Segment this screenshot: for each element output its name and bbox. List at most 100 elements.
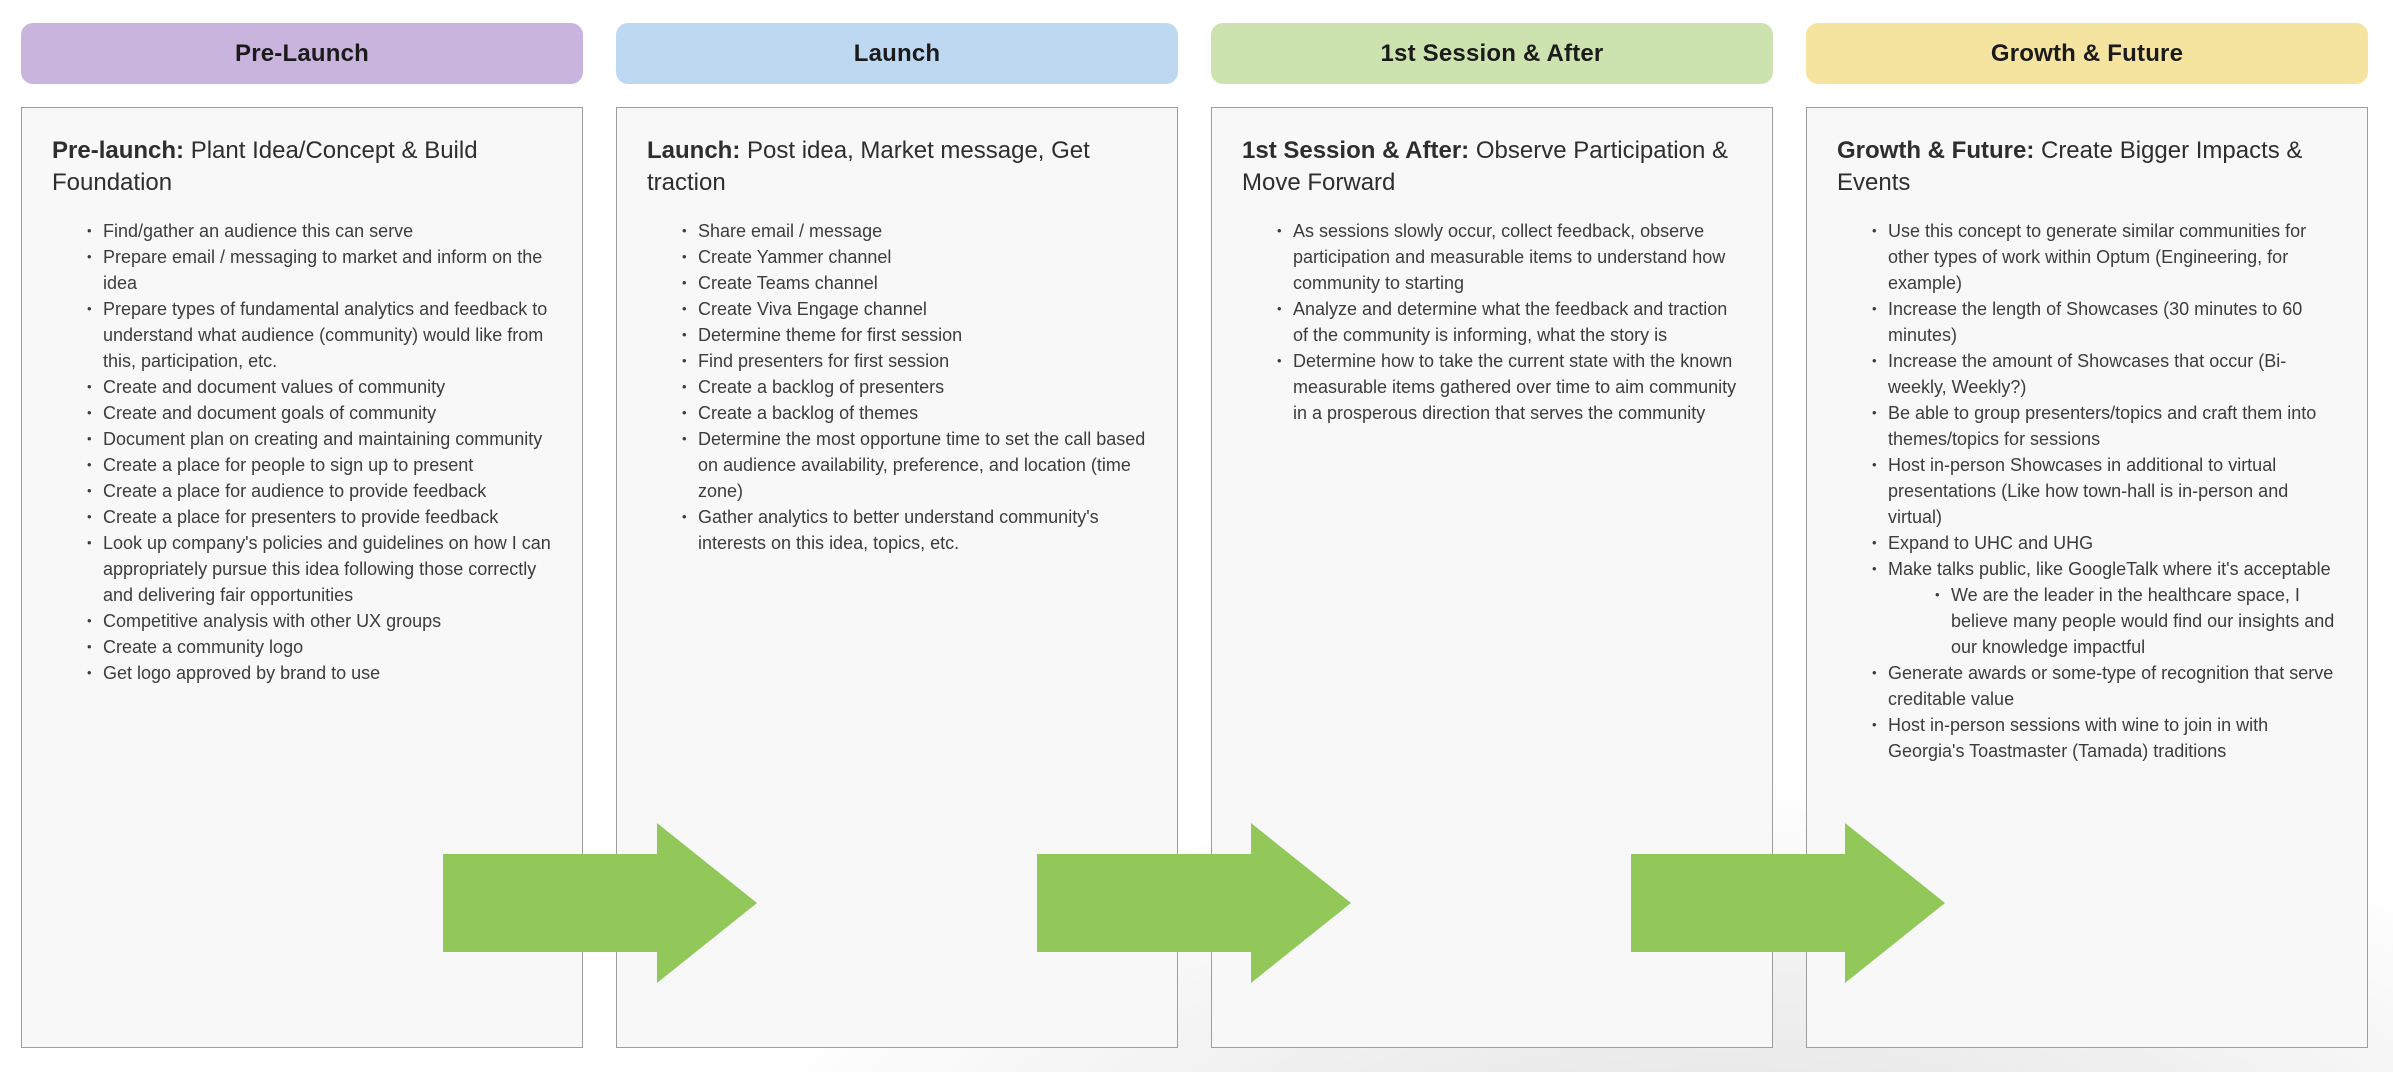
list-item: Host in-person sessions with wine to joi… xyxy=(1871,712,2337,764)
list-item-text: Look up company's policies and guideline… xyxy=(103,532,551,605)
list-item: Create Yammer channel xyxy=(681,244,1147,270)
card-title-lead: Pre-launch: xyxy=(52,137,185,164)
list-item: Create a community logo xyxy=(86,634,552,660)
list-item-text: Share email / message xyxy=(698,220,883,241)
phase-card-growth-future: Growth & Future: Create Bigger Impacts &… xyxy=(1806,107,2368,1048)
list-item-text: Create and document goals of community xyxy=(103,402,437,423)
list-item: Determine how to take the current state … xyxy=(1276,348,1742,426)
card-title-rest: Plant Idea/Concept & Build Foundation xyxy=(52,137,478,197)
card-title-rest: Post idea, Market message, Get traction xyxy=(647,137,1090,197)
phase-header-launch: Launch xyxy=(616,23,1178,84)
list-item-text: As sessions slowly occur, collect feedba… xyxy=(1293,220,1726,293)
card-title-rest: Create Bigger Impacts & Events xyxy=(1837,137,2303,197)
list-item-text: Find/gather an audience this can serve xyxy=(103,220,414,241)
list-item: Create a place for audience to provide f… xyxy=(86,478,552,504)
list-item: Find presenters for first session xyxy=(681,348,1147,374)
bullet-list: Share email / messageCreate Yammer chann… xyxy=(647,218,1147,556)
list-item: Prepare email / messaging to market and … xyxy=(86,244,552,296)
list-item-text: Create Yammer channel xyxy=(698,246,892,267)
list-item: Determine theme for first session xyxy=(681,322,1147,348)
card-title: Launch: Post idea, Market message, Get t… xyxy=(647,135,1147,200)
list-item-text: Create a community logo xyxy=(103,636,304,657)
list-item: Prepare types of fundamental analytics a… xyxy=(86,296,552,374)
card-title-lead: Launch: xyxy=(647,137,741,164)
list-item: Make talks public, like GoogleTalk where… xyxy=(1871,556,2337,660)
phase-header-first-session-after: 1st Session & After xyxy=(1211,23,1773,84)
list-item-text: Create a place for presenters to provide… xyxy=(103,506,499,527)
list-item: Create a backlog of themes xyxy=(681,400,1147,426)
sub-bullet-list: We are the leader in the healthcare spac… xyxy=(1888,582,2337,660)
card-title-lead: 1st Session & After: xyxy=(1242,137,1470,164)
card-title: Pre-launch: Plant Idea/Concept & Build F… xyxy=(52,135,552,200)
list-item-text: Be able to group presenters/topics and c… xyxy=(1888,402,2317,449)
phase-header-growth-future: Growth & Future xyxy=(1806,23,2368,84)
list-item: Expand to UHC and UHG xyxy=(1871,530,2337,556)
bullet-list: As sessions slowly occur, collect feedba… xyxy=(1242,218,1742,426)
phase-card-launch: Launch: Post idea, Market message, Get t… xyxy=(616,107,1178,1048)
list-item: Create Teams channel xyxy=(681,270,1147,296)
list-item-text: Prepare email / messaging to market and … xyxy=(103,246,543,293)
list-item: Document plan on creating and maintainin… xyxy=(86,426,552,452)
list-item-text: Determine how to take the current state … xyxy=(1293,350,1737,423)
column-first-session-after: 1st Session & After 1st Session & After: … xyxy=(1211,23,1773,1072)
list-item-text: Make talks public, like GoogleTalk where… xyxy=(1888,558,2331,579)
list-item-text: Analyze and determine what the feedback … xyxy=(1293,298,1728,345)
list-item-text: Host in-person Showcases in additional t… xyxy=(1888,454,2289,527)
list-item-text: Create a place for audience to provide f… xyxy=(103,480,487,501)
list-item: Be able to group presenters/topics and c… xyxy=(1871,400,2337,452)
list-item-text: Prepare types of fundamental analytics a… xyxy=(103,298,548,371)
list-item-text: Determine theme for first session xyxy=(698,324,963,345)
list-item: Generate awards or some-type of recognit… xyxy=(1871,660,2337,712)
list-item: Competitive analysis with other UX group… xyxy=(86,608,552,634)
bullet-list: Use this concept to generate similar com… xyxy=(1837,218,2337,764)
list-item: Gather analytics to better understand co… xyxy=(681,504,1147,556)
list-item: Create a place for presenters to provide… xyxy=(86,504,552,530)
list-item: Create and document values of community xyxy=(86,374,552,400)
list-item: As sessions slowly occur, collect feedba… xyxy=(1276,218,1742,296)
list-item: Increase the length of Showcases (30 min… xyxy=(1871,296,2337,348)
list-item: Create a place for people to sign up to … xyxy=(86,452,552,478)
phase-card-first-session-after: 1st Session & After: Observe Participati… xyxy=(1211,107,1773,1048)
card-title-rest: Observe Participation & Move Forward xyxy=(1242,137,1728,197)
list-item-text: Document plan on creating and maintainin… xyxy=(103,428,543,449)
list-item-text: Determine the most opportune time to set… xyxy=(698,428,1146,501)
list-item: Create a backlog of presenters xyxy=(681,374,1147,400)
list-item-text: Get logo approved by brand to use xyxy=(103,662,381,683)
list-item-text: We are the leader in the healthcare spac… xyxy=(1951,584,2335,657)
list-item-text: Competitive analysis with other UX group… xyxy=(103,610,442,631)
card-title-lead: Growth & Future: xyxy=(1837,137,2035,164)
list-item-text: Create Viva Engage channel xyxy=(698,298,927,319)
card-title: 1st Session & After: Observe Participati… xyxy=(1242,135,1742,200)
bullet-list: Find/gather an audience this can servePr… xyxy=(52,218,552,686)
list-item: Analyze and determine what the feedback … xyxy=(1276,296,1742,348)
list-item-text: Host in-person sessions with wine to joi… xyxy=(1888,714,2269,761)
list-item-text: Create a backlog of presenters xyxy=(698,376,945,397)
sub-list-item: We are the leader in the healthcare spac… xyxy=(1934,582,2337,660)
list-item: Find/gather an audience this can serve xyxy=(86,218,552,244)
list-item-text: Create and document values of community xyxy=(103,376,446,397)
card-title: Growth & Future: Create Bigger Impacts &… xyxy=(1837,135,2337,200)
list-item-text: Increase the length of Showcases (30 min… xyxy=(1888,298,2303,345)
list-item-text: Find presenters for first session xyxy=(698,350,950,371)
list-item-text: Create a backlog of themes xyxy=(698,402,919,423)
list-item: Share email / message xyxy=(681,218,1147,244)
list-item-text: Gather analytics to better understand co… xyxy=(698,506,1099,553)
list-item: Use this concept to generate similar com… xyxy=(1871,218,2337,296)
phase-card-pre-launch: Pre-launch: Plant Idea/Concept & Build F… xyxy=(21,107,583,1048)
list-item: Create and document goals of community xyxy=(86,400,552,426)
list-item-text: Create a place for people to sign up to … xyxy=(103,454,474,475)
list-item-text: Create Teams channel xyxy=(698,272,878,293)
list-item: Host in-person Showcases in additional t… xyxy=(1871,452,2337,530)
list-item: Determine the most opportune time to set… xyxy=(681,426,1147,504)
list-item: Increase the amount of Showcases that oc… xyxy=(1871,348,2337,400)
phase-header-pre-launch: Pre-Launch xyxy=(21,23,583,84)
list-item: Get logo approved by brand to use xyxy=(86,660,552,686)
list-item-text: Increase the amount of Showcases that oc… xyxy=(1888,350,2287,397)
list-item-text: Use this concept to generate similar com… xyxy=(1888,220,2307,293)
list-item: Create Viva Engage channel xyxy=(681,296,1147,322)
list-item-text: Expand to UHC and UHG xyxy=(1888,532,2094,553)
